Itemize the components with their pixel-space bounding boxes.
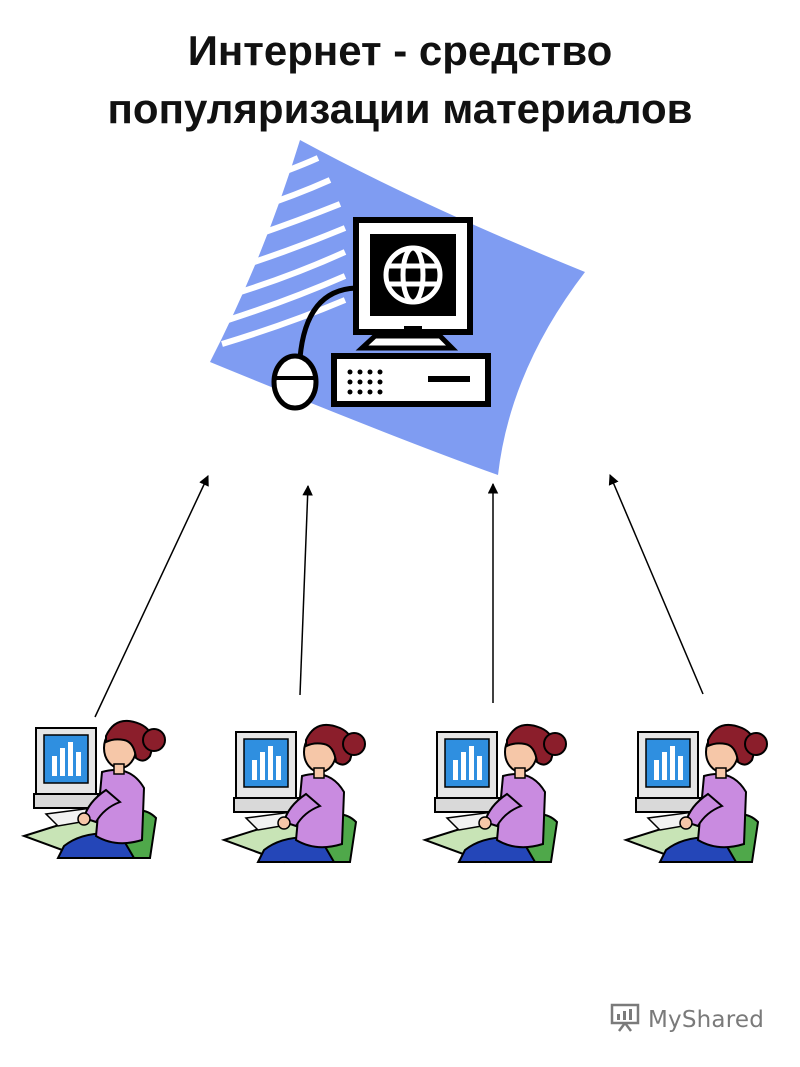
arrow-user-2 [299,484,313,696]
user-node-4 [625,723,768,863]
user-node-2 [223,723,366,863]
server-node [210,140,585,475]
title-line-2: популяризации материалов [107,85,693,132]
watermark-text: MyShared [647,1006,764,1033]
myshared-logo-icon [610,1002,642,1037]
user-at-computer-icon [23,719,166,859]
title-line-1: Интернет - средство [187,27,613,74]
user-at-computer-icon [625,723,768,863]
user-at-computer-icon [223,723,366,863]
user-node-3 [424,723,567,863]
user-at-computer-icon [424,723,567,863]
edges [94,474,704,718]
arrow-user-4 [608,474,704,695]
slide-title: Интернет - средство популяризации матери… [0,22,800,138]
watermark: MyShared [610,1002,764,1037]
swoosh-stripes [221,155,347,347]
globe-computer-icon [210,140,585,475]
globe-icon [383,245,443,305]
arrow-user-1 [94,475,209,718]
user-node-1 [23,719,166,859]
